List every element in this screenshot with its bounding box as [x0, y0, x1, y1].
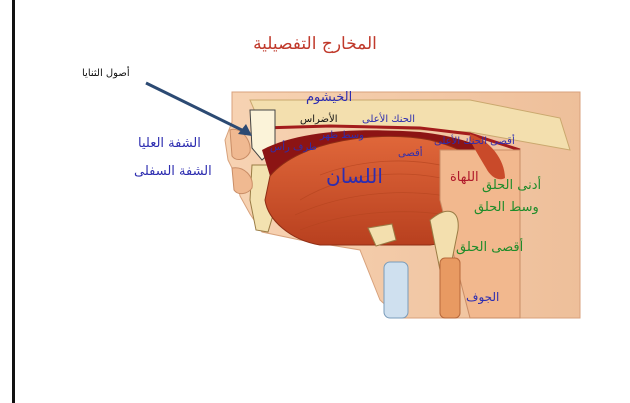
label-nasal-cavity: الخيشوم — [306, 90, 352, 105]
label-far-end: أقصى — [398, 148, 423, 159]
label-middle-throat: وسط الحلق — [474, 200, 539, 215]
label-cavity: الجوف — [466, 290, 499, 304]
label-near-throat: أدنى الحلق — [482, 178, 541, 193]
label-molars: الأضراس — [300, 114, 337, 125]
label-far-throat: أقصى الحلق — [456, 240, 523, 255]
label-tongue: اللسان — [326, 164, 383, 188]
label-roots-of-incisors: أصول الثنايا — [82, 68, 130, 79]
trachea — [384, 262, 408, 318]
label-upper-palate: الحنك الأعلى — [362, 114, 415, 125]
label-far-soft-palate: أقصى الحنك الأعلى — [434, 136, 515, 147]
label-uvula: اللهاة — [450, 170, 479, 185]
label-lower-lip: الشفة السفلى — [134, 164, 212, 179]
label-upper-lip: الشفة العليا — [138, 136, 201, 151]
label-tip-of-tongue: طرف رأس — [270, 142, 317, 153]
esophagus — [440, 258, 460, 318]
label-middle-back: وسط ظهر — [320, 130, 364, 141]
